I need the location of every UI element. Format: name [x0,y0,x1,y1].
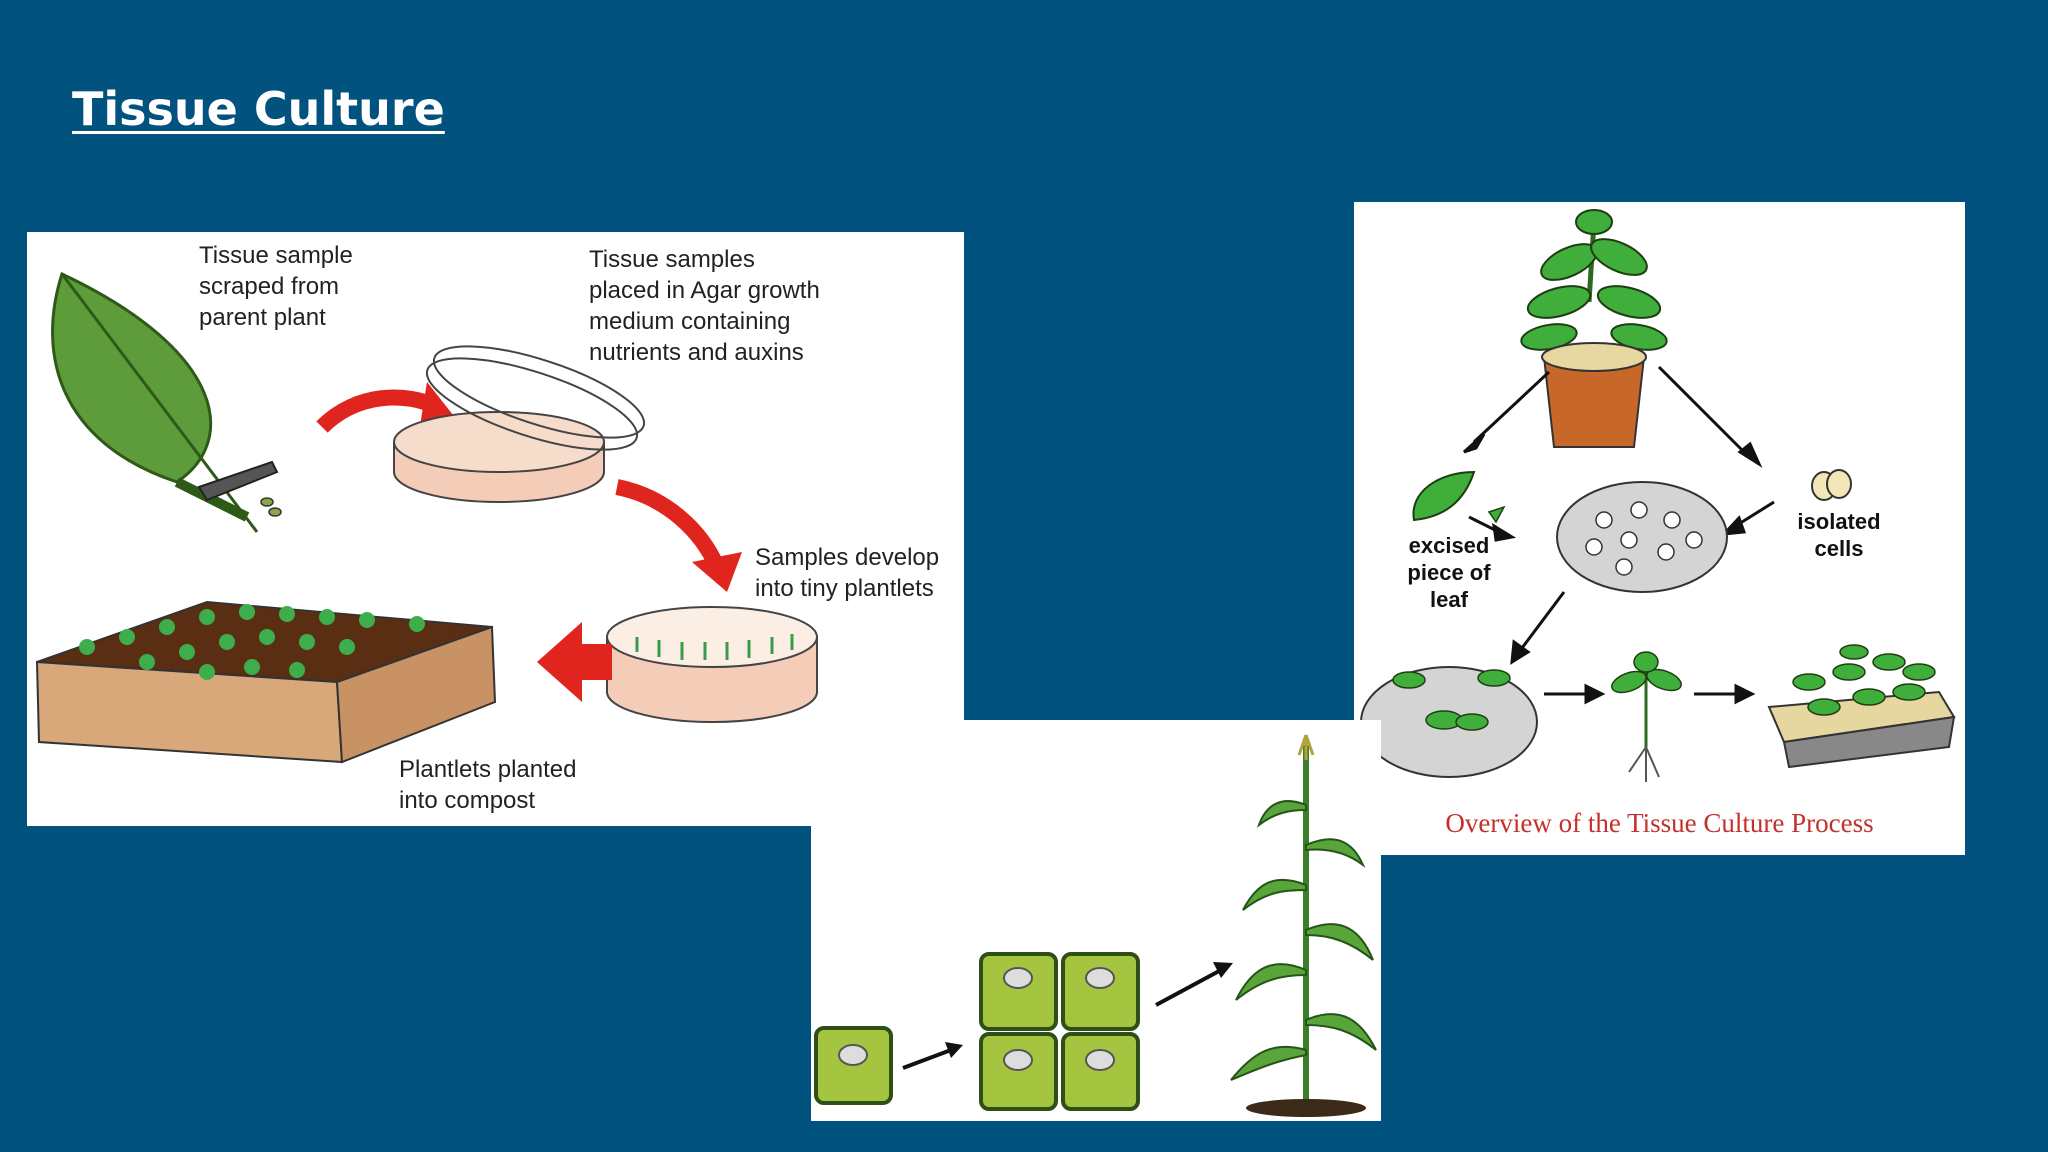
arrow-icon [1462,365,1775,705]
excised-leaf-icon [1412,470,1506,524]
label-excised-leaf: excised piece of leaf [1407,533,1491,612]
tissue-culture-overview-illustration [1360,209,1956,782]
tissue-culture-steps-illustration [35,271,818,764]
label-isolated-cells: isolated cells [1797,509,1881,561]
isolated-cells-icon [1811,469,1852,501]
label-agar-medium: Tissue samples placed in Agar growth med… [589,246,820,366]
label-sample-scraped: Tissue sample scraped from parent plant [199,242,353,331]
tissue-pieces-icon [260,497,282,517]
petri-dish-plantlets-icon [606,606,818,723]
curved-arrow-icon [615,479,742,592]
tissue-culture-steps-diagram: Tissue sample scraped from parent plant … [27,232,964,826]
corn-plant-icon [1230,734,1377,1117]
seedling-tray-icon [1767,644,1956,769]
diagram-caption: Overview of the Tissue Culture Process [1445,808,1874,838]
potted-plant-icon [1520,209,1668,448]
culture-block-icon [814,1026,893,1105]
plant-growth-illustration [814,734,1377,1117]
tissue-culture-overview-diagram: excised piece of leaf isolated cells Ove… [1354,202,1965,855]
compost-tray-icon [35,600,497,764]
rooted-plantlet-icon [1611,651,1682,782]
label-plantlets-develop: Samples develop into tiny plantlets [755,544,940,602]
arrow-icon [1155,962,1233,1007]
shoot-dish-icon [1360,666,1538,778]
scalpel-icon [197,460,279,502]
arrow-icon [902,1042,963,1070]
left-arrow-icon [537,622,612,702]
plant-growth-diagram [811,720,1381,1121]
slide-title: Tissue Culture [72,82,445,136]
culture-dish-icon [1556,481,1728,593]
label-planted-compost: Plantlets planted into compost [399,756,577,814]
culture-block-group-icon [979,952,1140,1111]
petri-dish-lid-icon [425,345,646,451]
